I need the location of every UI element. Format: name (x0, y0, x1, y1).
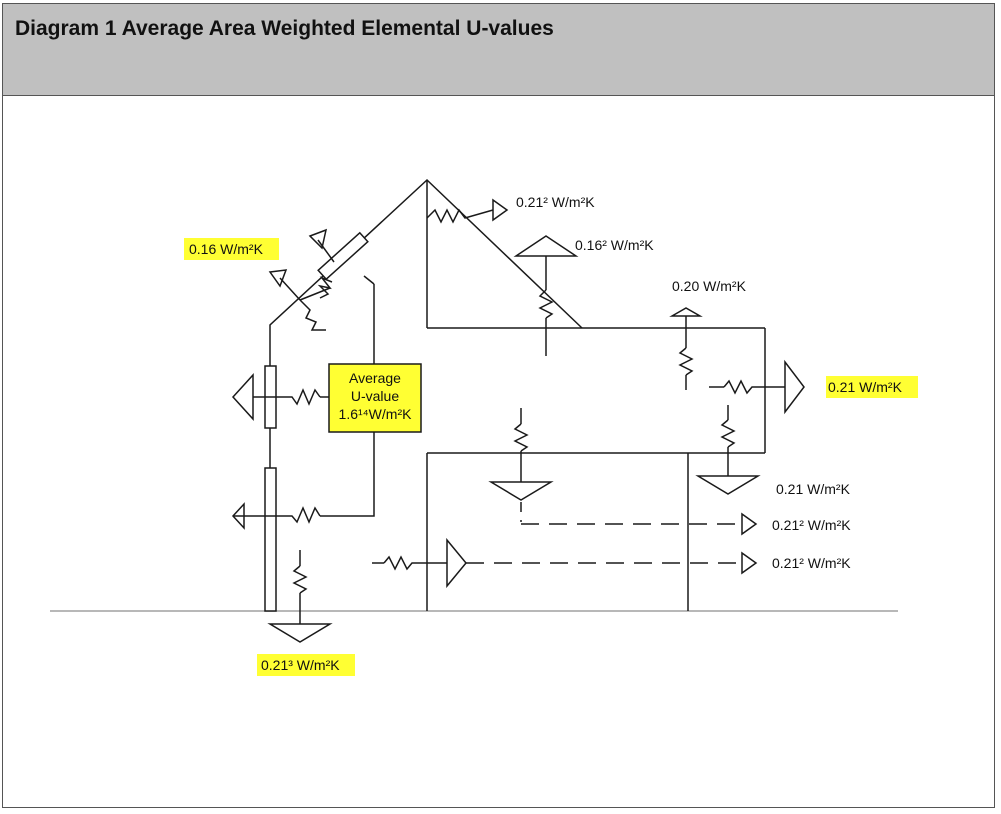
average-line-3: 1.6¹⁴W/m²K (339, 406, 413, 422)
highlight-ground-floor (257, 654, 355, 676)
label-dashed-upper: 0.21² W/m²K (772, 517, 851, 533)
arrow-dashed-lower (741, 551, 758, 575)
arrow-lower-wall (446, 537, 467, 589)
resistor-window (253, 388, 321, 406)
resistor-ridge (426, 208, 494, 224)
average-line-2: U-value (351, 388, 399, 404)
diagram-frame: Diagram 1 Average Area Weighted Elementa… (2, 3, 995, 808)
header-bar: Diagram 1 Average Area Weighted Elementa… (3, 4, 994, 96)
resistor-wall-right (723, 379, 785, 395)
wall-element (264, 467, 277, 612)
resistor-lower-wall (383, 555, 447, 571)
label-roof-slope: 0.16 W/m²K (189, 241, 264, 257)
arrow-upper-floor (695, 475, 761, 495)
arrow-window-left (231, 373, 254, 421)
arrow-wall-right (784, 359, 805, 415)
resistor-rooflight (317, 276, 333, 299)
highlight-wall-right (826, 376, 918, 398)
average-line-1: Average (349, 370, 401, 386)
resistor-upper-floor (720, 419, 736, 448)
wire-wall (320, 466, 375, 517)
resistor-flat-roof (678, 347, 694, 376)
resistor-floor (513, 423, 529, 452)
label-ground-floor: 0.21³ W/m²K (261, 657, 340, 673)
average-box (328, 363, 422, 433)
arrow-dashed-upper (741, 512, 758, 536)
arrow-roof-slope-2 (308, 228, 328, 250)
resistor-ceiling (538, 289, 554, 319)
arrow-wall-left (231, 502, 245, 530)
arrow-floor (488, 481, 554, 501)
resistor-ground (292, 565, 308, 594)
arrow-ceiling-up (513, 235, 579, 257)
page-title: Diagram 1 Average Area Weighted Elementa… (15, 17, 554, 40)
resistor-roof-slope (299, 299, 326, 331)
arrow-ground (267, 623, 333, 643)
resistor-wall (233, 506, 321, 524)
highlights (184, 238, 918, 676)
arrow-ridge (492, 198, 509, 222)
arrow-roof-slope-1 (268, 269, 288, 288)
label-wall-right: 0.21 W/m²K (828, 379, 903, 395)
label-dashed-lower: 0.21² W/m²K (772, 555, 851, 571)
rooflight-element (317, 231, 369, 281)
highlight-roof-slope (184, 238, 279, 260)
label-flat-roof: 0.20 W/m²K (672, 278, 747, 294)
highlight-average (329, 364, 421, 432)
arrow-flat-roof (669, 307, 703, 317)
label-upper-floor: 0.21 W/m²K (776, 481, 851, 497)
label-ceiling: 0.16² W/m²K (575, 237, 654, 253)
label-roof-ridge: 0.21² W/m²K (516, 194, 595, 210)
